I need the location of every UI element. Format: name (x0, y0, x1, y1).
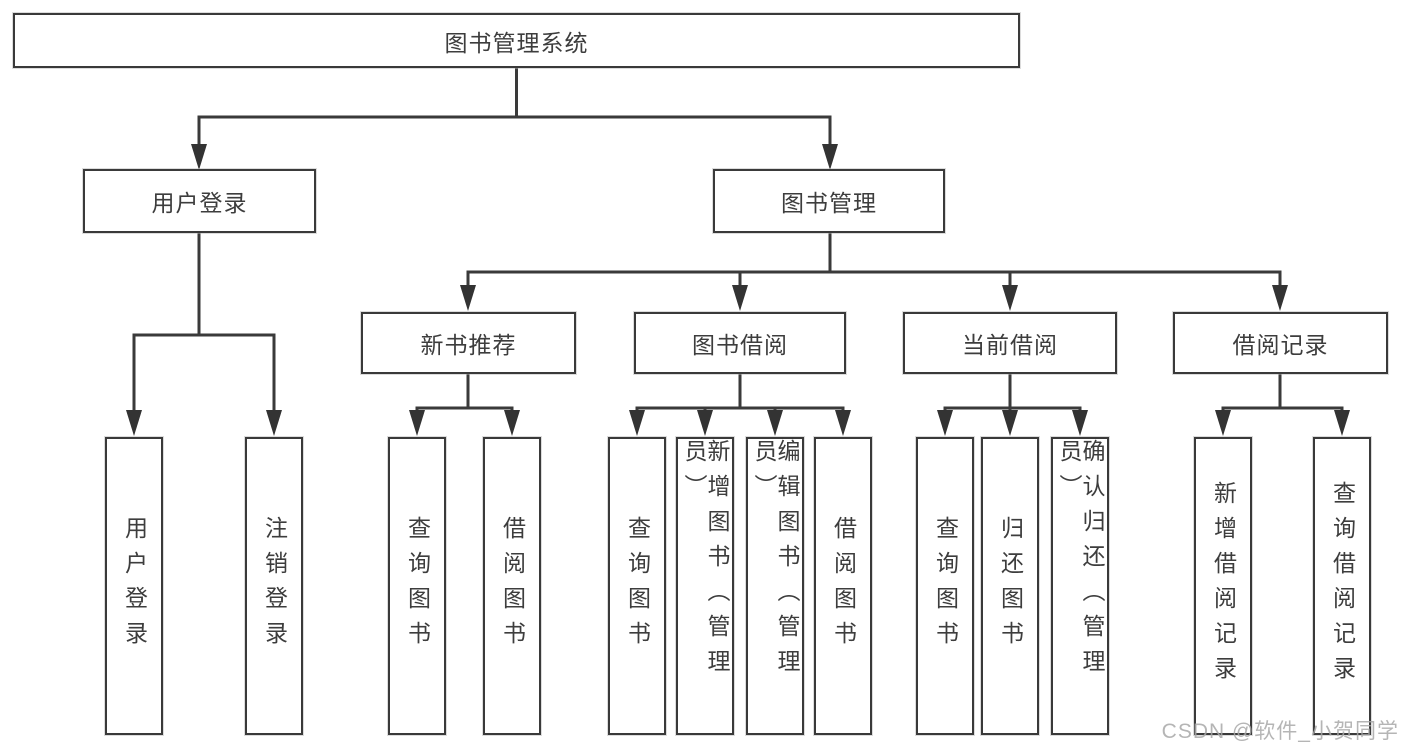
leaf-query-books-borrow: 查询图书 (608, 437, 666, 735)
node-current-borrow: 当前借阅 (903, 312, 1117, 374)
leaf-query-borrow-record: 查询借阅记录 (1313, 437, 1371, 735)
leaf-return-books: 归还图书 (981, 437, 1039, 735)
tree-edges (132, 68, 1344, 414)
node-new-book-recommend: 新书推荐 (361, 312, 576, 374)
leaf-query-books-current: 查询图书 (916, 437, 974, 735)
leaf-user-login: 用户登录 (105, 437, 163, 735)
leaf-borrow-books: 借阅图书 (814, 437, 872, 735)
watermark: CSDN @软件_小贺同学 (1161, 720, 1399, 743)
node-borrow-records: 借阅记录 (1173, 312, 1388, 374)
node-book-management: 图书管理 (713, 169, 945, 233)
leaf-add-book-admin: 新增图书（管理员） (676, 437, 734, 735)
leaf-confirm-return-admin: 确认归还（管理员） (1051, 437, 1109, 735)
leaf-borrow-books-recommend: 借阅图书 (483, 437, 541, 735)
node-root-library-system: 图书管理系统 (13, 13, 1020, 68)
leaf-add-borrow-record: 新增借阅记录 (1194, 437, 1252, 735)
node-book-borrow: 图书借阅 (634, 312, 846, 374)
node-user-login: 用户登录 (83, 169, 316, 233)
leaf-query-books-recommend: 查询图书 (388, 437, 446, 735)
leaf-logout: 注销登录 (245, 437, 303, 735)
arrowheads (126, 144, 1350, 436)
leaf-edit-book-admin: 编辑图书（管理员） (746, 437, 804, 735)
